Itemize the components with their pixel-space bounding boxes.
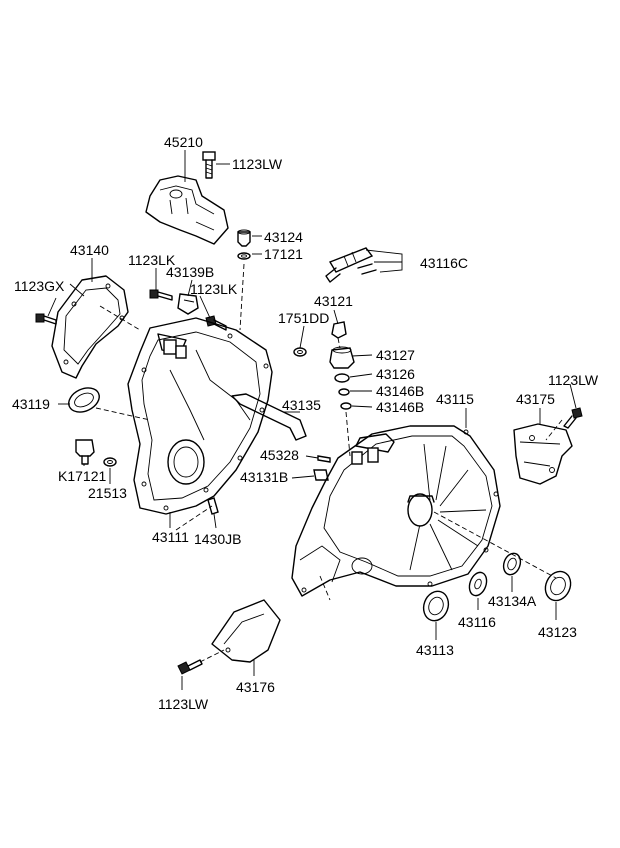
label-43134a[interactable]: 43134A [488, 593, 537, 609]
label-43124[interactable]: 43124 [264, 229, 303, 245]
breather-43116c [325, 247, 377, 283]
transmission-case-43111 [127, 317, 273, 515]
label-43135[interactable]: 43135 [282, 397, 321, 413]
washer-1751dd [293, 347, 307, 357]
label-1123lk-a[interactable]: 1123LK [128, 252, 176, 268]
cover-43176 [211, 599, 281, 663]
bolt-1123gx [35, 313, 57, 325]
oil-seal-43134a [502, 552, 522, 576]
label-1751dd[interactable]: 1751DD [278, 310, 329, 326]
label-45328[interactable]: 45328 [260, 447, 299, 463]
label-45210[interactable]: 45210 [164, 134, 203, 150]
part-labels: 45210 1123LW 43124 17121 43116C 43140 11… [12, 134, 599, 712]
oil-seal-43119 [68, 387, 100, 413]
label-43116[interactable]: 43116 [458, 614, 496, 630]
seal-43116 [468, 571, 488, 597]
pin-45328 [317, 455, 331, 463]
clutch-housing-43115 [291, 425, 501, 597]
label-43123[interactable]: 43123 [538, 624, 577, 640]
label-43119[interactable]: 43119 [12, 396, 50, 412]
label-43115[interactable]: 43115 [436, 391, 474, 407]
bolt-1123lw-right [563, 407, 583, 429]
engine-mount-bracket [145, 175, 229, 245]
label-1123lw-bottom[interactable]: 1123LW [158, 696, 209, 712]
switch-43121 [331, 321, 347, 339]
bolt-1123lw-top [202, 151, 216, 179]
oil-seal-43113 [422, 590, 450, 622]
label-43121[interactable]: 43121 [314, 293, 353, 309]
drain-plug-k17121 [75, 439, 95, 465]
label-43146b-a[interactable]: 43146B [376, 383, 424, 399]
clip-43139b [177, 293, 199, 315]
block-43131b [313, 469, 329, 481]
label-43111[interactable]: 43111 [152, 529, 189, 545]
label-43126[interactable]: 43126 [376, 366, 415, 382]
ring-43146b-b [340, 402, 352, 410]
ring-43126 [334, 373, 350, 383]
dowel-pin-1430jb [207, 497, 219, 515]
ring-43146b-a [338, 388, 350, 396]
label-43131b[interactable]: 43131B [240, 469, 288, 485]
clutch-housing-cover-43140 [51, 275, 129, 379]
cap-43127 [329, 346, 355, 369]
guide-plate-43135 [231, 393, 307, 441]
oil-seal-43123 [544, 570, 572, 602]
label-17121[interactable]: 17121 [264, 246, 303, 262]
label-43175[interactable]: 43175 [516, 391, 555, 407]
label-1123lw-right[interactable]: 1123LW [548, 372, 599, 388]
label-43113[interactable]: 43113 [416, 642, 454, 658]
plug-43124 [237, 229, 251, 247]
label-43146b-b[interactable]: 43146B [376, 399, 424, 415]
washer-21513 [103, 457, 117, 467]
label-1123lw-top[interactable]: 1123LW [232, 156, 283, 172]
bolt-1123lk-a [149, 289, 173, 301]
bracket-43175 [513, 423, 573, 485]
label-43139b[interactable]: 43139B [166, 264, 214, 280]
bolt-1123lw-bottom [177, 659, 203, 675]
label-43176[interactable]: 43176 [236, 679, 275, 695]
label-43140[interactable]: 43140 [70, 242, 109, 258]
bolt-1123lk-b [205, 315, 227, 331]
label-k17121[interactable]: K17121 [58, 468, 106, 484]
label-1430jb[interactable]: 1430JB [194, 531, 241, 547]
label-1123gx[interactable]: 1123GX [14, 278, 65, 294]
leader-lines [47, 150, 577, 690]
label-1123lk-b[interactable]: 1123LK [190, 281, 238, 297]
label-21513[interactable]: 21513 [88, 485, 127, 501]
washer-17121 [237, 252, 251, 260]
label-43116c[interactable]: 43116C [420, 255, 468, 271]
label-43127[interactable]: 43127 [376, 347, 415, 363]
